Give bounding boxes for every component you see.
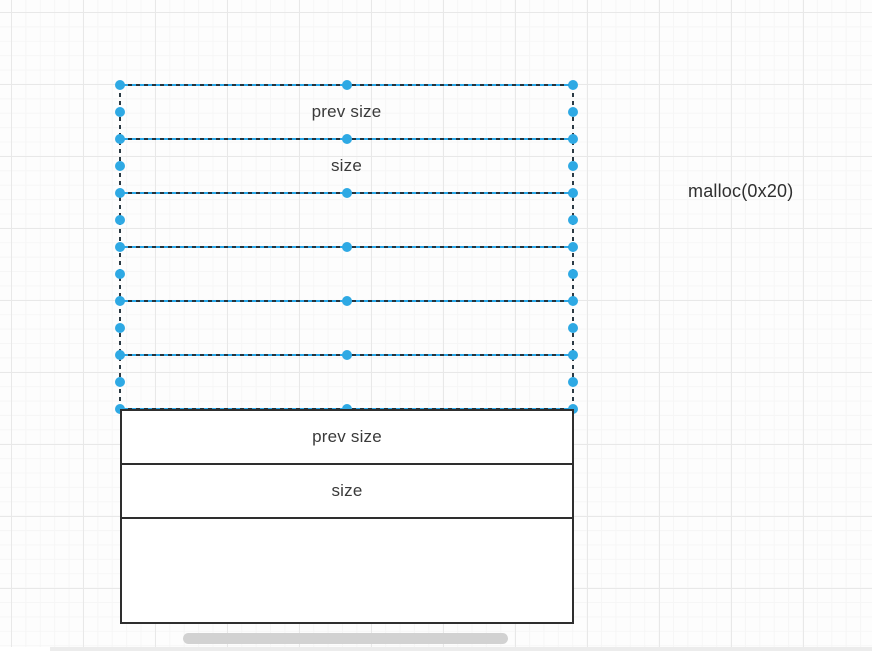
selection-handle[interactable] [115,134,125,144]
selection-handle[interactable] [568,350,578,360]
selection-handle[interactable] [568,107,578,117]
selected-chunk-stack[interactable]: prev size size [115,80,578,414]
row-label: size [330,156,363,175]
selection-handle[interactable] [568,134,578,144]
selection-handle[interactable] [568,323,578,333]
selection-handle[interactable] [341,350,352,360]
chunk-row-prev-size[interactable]: prev size [120,85,573,139]
row-label: prev size [311,102,382,121]
selection-handle[interactable] [115,323,125,333]
horizontal-scrollbar-thumb[interactable] [183,633,508,644]
selection-handle[interactable] [115,350,125,360]
selection-handle[interactable] [341,242,352,252]
chunk-row-size[interactable]: size [122,465,572,519]
selection-handle[interactable] [115,188,125,198]
selection-handle[interactable] [115,107,125,117]
row-label: size [331,481,363,500]
selection-handle[interactable] [568,80,578,90]
chunk-row-empty[interactable] [120,301,573,355]
selection-handle[interactable] [568,296,578,306]
chunk-row-user-data[interactable] [122,519,572,622]
row-label: prev size [312,427,382,446]
selection-handle[interactable] [115,296,125,306]
selection-handle[interactable] [341,80,352,90]
selection-handle[interactable] [341,296,352,306]
chunk-row-empty[interactable] [120,247,573,301]
selection-handle[interactable] [568,188,578,198]
bottom-strip-gap [0,647,50,651]
selection-handle[interactable] [568,161,578,171]
selection-handle[interactable] [568,242,578,252]
allocated-chunk[interactable]: prev size size [120,409,574,624]
selection-handle[interactable] [341,134,352,144]
selection-handle[interactable] [115,377,125,387]
selection-handle[interactable] [115,80,125,90]
selection-handle[interactable] [568,269,578,279]
malloc-annotation[interactable]: malloc(0x20) [688,181,794,201]
selection-handle[interactable] [115,269,125,279]
bottom-strip [0,647,872,651]
chunk-row-prev-size[interactable]: prev size [122,411,572,465]
selection-handle[interactable] [568,215,578,225]
selection-handle[interactable] [115,161,125,171]
chunk-row-empty[interactable] [120,193,573,247]
chunk-row-size[interactable]: size [120,139,573,193]
selection-handle[interactable] [341,188,352,198]
chunk-row-empty[interactable] [120,355,573,409]
selection-handle[interactable] [568,377,578,387]
selection-handle[interactable] [115,215,125,225]
selection-handle[interactable] [115,242,125,252]
